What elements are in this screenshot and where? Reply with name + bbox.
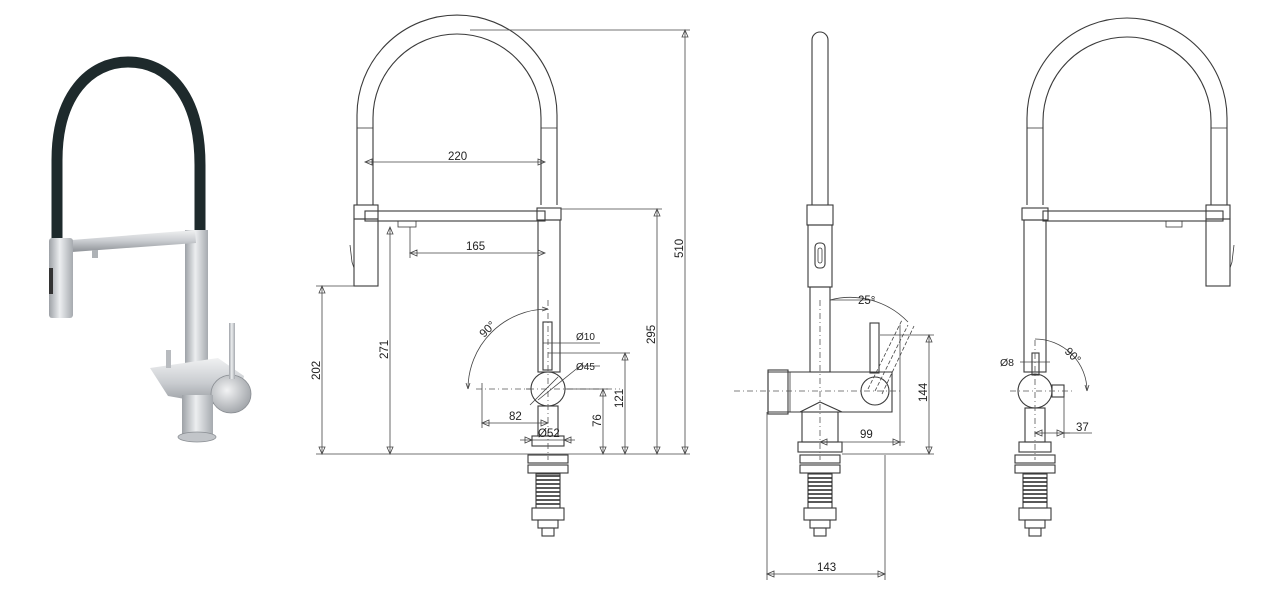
dim-99-label: 99	[860, 429, 873, 441]
dim-295-label: 295	[646, 325, 658, 344]
rear-view-drawing: Ø8 90° 37	[1000, 17, 1235, 537]
dim-202-label: 202	[311, 361, 323, 380]
dia-10-label: Ø10	[576, 332, 595, 343]
side-view-drawing: 25° 144 99 143	[734, 31, 934, 580]
photo-base-column	[182, 395, 213, 435]
dim-220-label: 220	[448, 151, 467, 163]
photo-handle-knob	[210, 374, 252, 414]
photo-lever	[229, 323, 235, 379]
dia-52-label: Ø52	[538, 428, 560, 440]
angle-90-label: 90°	[478, 319, 499, 340]
dia-45-label: Ø45	[576, 362, 595, 373]
front-view-drawing: 220 165 510 295 271 202 121 76 82 90° Ø1…	[311, 14, 690, 537]
photo-spout-arm	[72, 230, 196, 252]
dim-143-label: 143	[817, 562, 836, 574]
angle-25-label: 25°	[858, 295, 875, 307]
dim-37-label: 37	[1076, 422, 1089, 434]
dim-82-label: 82	[509, 411, 522, 423]
photo-spray-head	[49, 238, 73, 318]
dim-76-label: 76	[592, 414, 604, 427]
dim-165-label: 165	[466, 241, 485, 253]
dim-271-label: 271	[379, 340, 391, 359]
black-hose	[51, 56, 206, 246]
dim-510-label: 510	[674, 239, 686, 258]
faucet-product-photo	[49, 56, 252, 443]
dia-8-label: Ø8	[1000, 357, 1014, 369]
dim-144-label: 144	[918, 382, 930, 402]
dim-121-label: 121	[614, 389, 626, 408]
photo-main-body	[185, 230, 208, 380]
